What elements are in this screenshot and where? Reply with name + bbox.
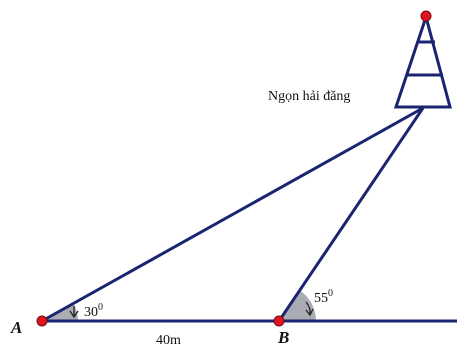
sight-line-b — [277, 107, 425, 322]
lighthouse-label: Ngọn hải đăng — [268, 89, 350, 104]
angle-a-label: 300 — [84, 302, 103, 320]
angle-b-label: 550 — [314, 288, 333, 306]
angle-b-arrow — [305, 301, 314, 317]
sight-line-a — [41, 106, 424, 323]
lighthouse — [393, 11, 452, 109]
lighthouse-top-marker — [420, 10, 432, 22]
angle-b-sector — [279, 290, 316, 321]
point-b-label: B — [277, 328, 289, 347]
distance-ab-label: 40m — [156, 333, 181, 347]
point-b-marker — [273, 315, 285, 327]
angle-a-arrow — [69, 306, 79, 319]
point-a-marker — [36, 315, 48, 327]
point-a-label: A — [10, 318, 22, 337]
